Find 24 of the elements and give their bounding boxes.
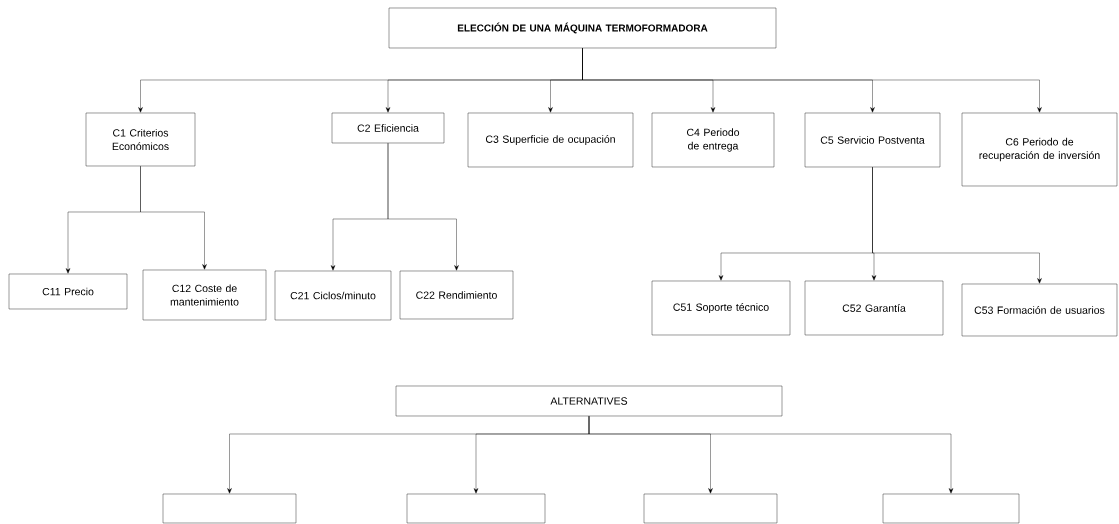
criterion-box: C11 Precio	[8, 273, 128, 310]
criterion-box: C6 Periodo de recuperación de inversión	[961, 112, 1118, 187]
criterion-box: C22 Rendimiento	[399, 270, 514, 320]
title-box: ELECCIÓN DE UNA MÁQUINA TERMOFORMADORA	[388, 7, 777, 49]
arrow	[582, 48, 1042, 113]
alternatives-box: ALTERNATIVES	[395, 385, 783, 417]
criterion-box: C5 Servicio Postventa	[804, 112, 941, 168]
arrow	[140, 166, 207, 270]
alternative-box	[643, 493, 778, 524]
arrow	[588, 416, 954, 494]
criterion-box: C1 Criterios Económicos	[85, 112, 196, 167]
alternative-box	[406, 493, 546, 524]
arrow	[872, 167, 1042, 284]
criterion-box: C2 Eficiencia	[331, 112, 445, 144]
criterion-box: C53 Formación de usuarios	[961, 283, 1118, 337]
criterion-box: C12 Coste de mantenimiento	[142, 269, 267, 321]
criterion-box: C21 Ciclos/minuto	[274, 270, 392, 321]
alternative-box	[882, 493, 1020, 524]
arrow	[387, 143, 459, 271]
criterion-box: C4 Periodo de entrega	[651, 112, 775, 168]
criterion-box: C3 Superficie de ocupación	[467, 112, 634, 168]
criterion-box: C51 Soporte técnico	[651, 280, 791, 336]
alternative-box	[162, 493, 297, 524]
criterion-box: C52 Garantía	[804, 280, 944, 336]
